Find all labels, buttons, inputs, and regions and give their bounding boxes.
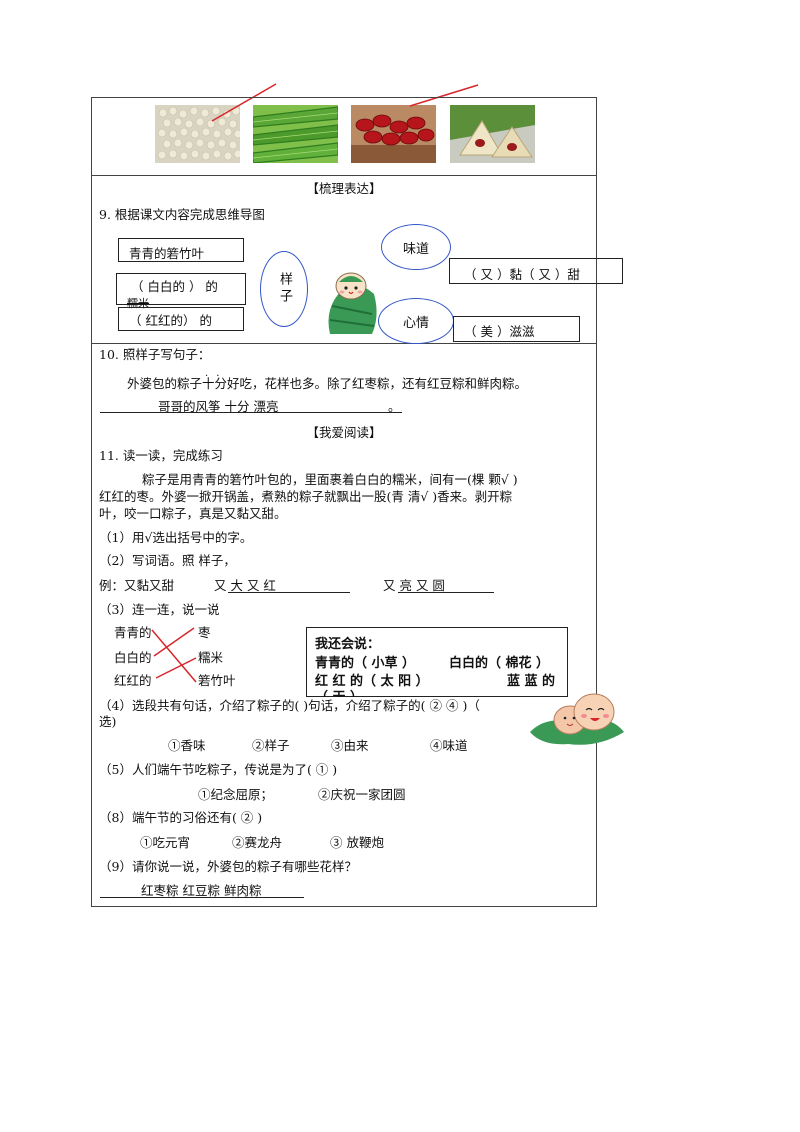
sub-question-3: （3）连一连，说一说 <box>99 602 220 617</box>
s2-example: 例：又黏又甜 <box>99 578 175 593</box>
worksheet-frame <box>91 97 597 907</box>
s5-option-1: ①纪念屈原； <box>198 787 274 802</box>
s2-answer-2: 又 亮 又 圆 <box>383 578 445 593</box>
callout-line2-b: 蓝 蓝 的 <box>507 674 556 689</box>
s9-answer-line <box>100 897 304 898</box>
q10-answer-line <box>100 412 402 413</box>
photo-zongzi <box>450 105 535 163</box>
mood-answer-box: （ 美 ）滋滋 <box>453 316 580 342</box>
sub-question-8: （8）端午节的习俗还有( ② ) <box>99 810 263 825</box>
q10-example-part-a: 外婆包的粽子 <box>127 376 203 391</box>
zongzi-mascot-icon <box>328 272 377 334</box>
question-9-title: 9. 根据课文内容完成思维导图 <box>99 207 265 222</box>
s4-option-4: ④味道 <box>430 738 468 753</box>
s8-option-2: ②赛龙舟 <box>232 835 283 850</box>
section-heading-organize: 【梳理表达】 <box>306 181 382 196</box>
q10-example: 外婆包的粽子十分··好吃，花样也多。除了红枣粽，还有红豆粽和鲜肉粽。 <box>127 371 528 391</box>
s8-option-1: ①吃元宵 <box>140 835 191 850</box>
q10-answer: 哥哥的风筝 十分 漂亮 <box>158 399 279 414</box>
sub-question-4-cont: 选) <box>99 714 117 729</box>
sub-question-5: （5）人们端午节吃粽子，传说是为了( ① ) <box>99 762 338 777</box>
rice-box-label: （ 白白的 ） 的 <box>131 279 218 294</box>
match-left-2: 白白的 <box>114 650 152 665</box>
callout-title: 我还会说： <box>315 637 381 652</box>
match-left-3: 红红的 <box>114 673 152 688</box>
q10-example-part-b: 好吃，花样也多。除了红枣粽，还有红豆粽和鲜肉粽。 <box>227 376 528 391</box>
red-box: （ 红红的） 的 <box>118 307 244 331</box>
divider <box>91 343 597 344</box>
sub-question-4: （4）选段共有句话，介绍了粽子的( )句话，介绍了粽子的( ② ④ )（ <box>99 698 480 713</box>
s2-answer-2-line <box>398 592 494 593</box>
photo-bamboo-leaves <box>253 105 338 163</box>
match-left-1: 青青的 <box>114 625 152 640</box>
section-heading-read: 【我爱阅读】 <box>306 425 382 440</box>
question-10-title: 10. 照样子写句子： <box>99 347 211 362</box>
callout-line3: （ 天 ） <box>315 686 363 697</box>
passage-line-2: 红红的枣。外婆一掀开锅盖，煮熟的粽子就飘出一股(青 清√ )香来。剥开粽 <box>99 489 513 504</box>
s4-option-2: ②样子 <box>252 738 290 753</box>
sub-question-9: （9）请你说一说，外婆包的粽子有哪些花样？ <box>99 859 357 874</box>
rice-box: （ 白白的 ） 的 糯米 <box>116 273 246 310</box>
s4-option-1: ①香味 <box>168 738 206 753</box>
zongzi-pair-icon <box>530 693 624 745</box>
callout-box: 我还会说： 青青的（ 小草 ） 白白的（ 棉花 ） 红 红 的（ 太 阳 ） 蓝… <box>306 627 568 697</box>
match-right-2: 糯米 <box>198 650 224 665</box>
s5-option-2: ②庆祝一家团圆 <box>318 787 406 802</box>
q10-example-dotted-word: 十分 <box>202 376 228 391</box>
callout-line1-b: 白白的（ 棉花 ） <box>449 656 550 671</box>
q10-example-dotted: 十分·· <box>202 371 228 391</box>
s2-answer-1-line <box>228 592 350 593</box>
question-11-title: 11. 读一读，完成练习 <box>99 448 223 463</box>
sub-question-2: （2）写词语。照 样子， <box>99 553 236 568</box>
match-right-1: 枣 <box>198 625 211 640</box>
s8-option-3: ③ 放鞭炮 <box>330 835 384 850</box>
match-right-3: 箬竹叶 <box>198 673 236 688</box>
shape-oval-label: 样子 <box>277 272 292 306</box>
taste-oval: 味道 <box>381 224 451 270</box>
s9-answer: 红枣粽 红豆粽 鲜肉粽 <box>141 883 262 898</box>
passage-line-3: 叶，咬一口粽子，真是又黏又甜。 <box>99 506 287 521</box>
taste-answer-box: （ 又 ）黏（ 又 ）甜 <box>449 258 623 284</box>
photo-red-dates <box>351 105 436 163</box>
rice-word: 糯米 <box>127 297 149 310</box>
match-red-lines <box>151 627 197 683</box>
match-line-marks <box>211 83 479 122</box>
divider <box>91 175 597 176</box>
callout-line1-a: 青青的（ 小草 ） <box>315 656 416 671</box>
s2-answer-1: 又 大 又 红 <box>214 578 276 593</box>
leaf-box: 青青的箬竹叶 <box>118 238 244 262</box>
sub-question-1: （1）用√选出括号中的字。 <box>99 530 253 545</box>
q10-answer-end: 。 <box>388 399 401 414</box>
mood-oval: 心情 <box>378 298 454 344</box>
s4-option-3: ③由来 <box>331 738 369 753</box>
passage-line-1: 粽子是用青青的箬竹叶包的，里面裹着白白的糯米，间有一(棵 颗√ ) <box>142 472 518 487</box>
callout-line2-a: 红 红 的（ 太 阳 ） <box>315 674 429 689</box>
shape-oval: 样子 <box>260 251 308 327</box>
